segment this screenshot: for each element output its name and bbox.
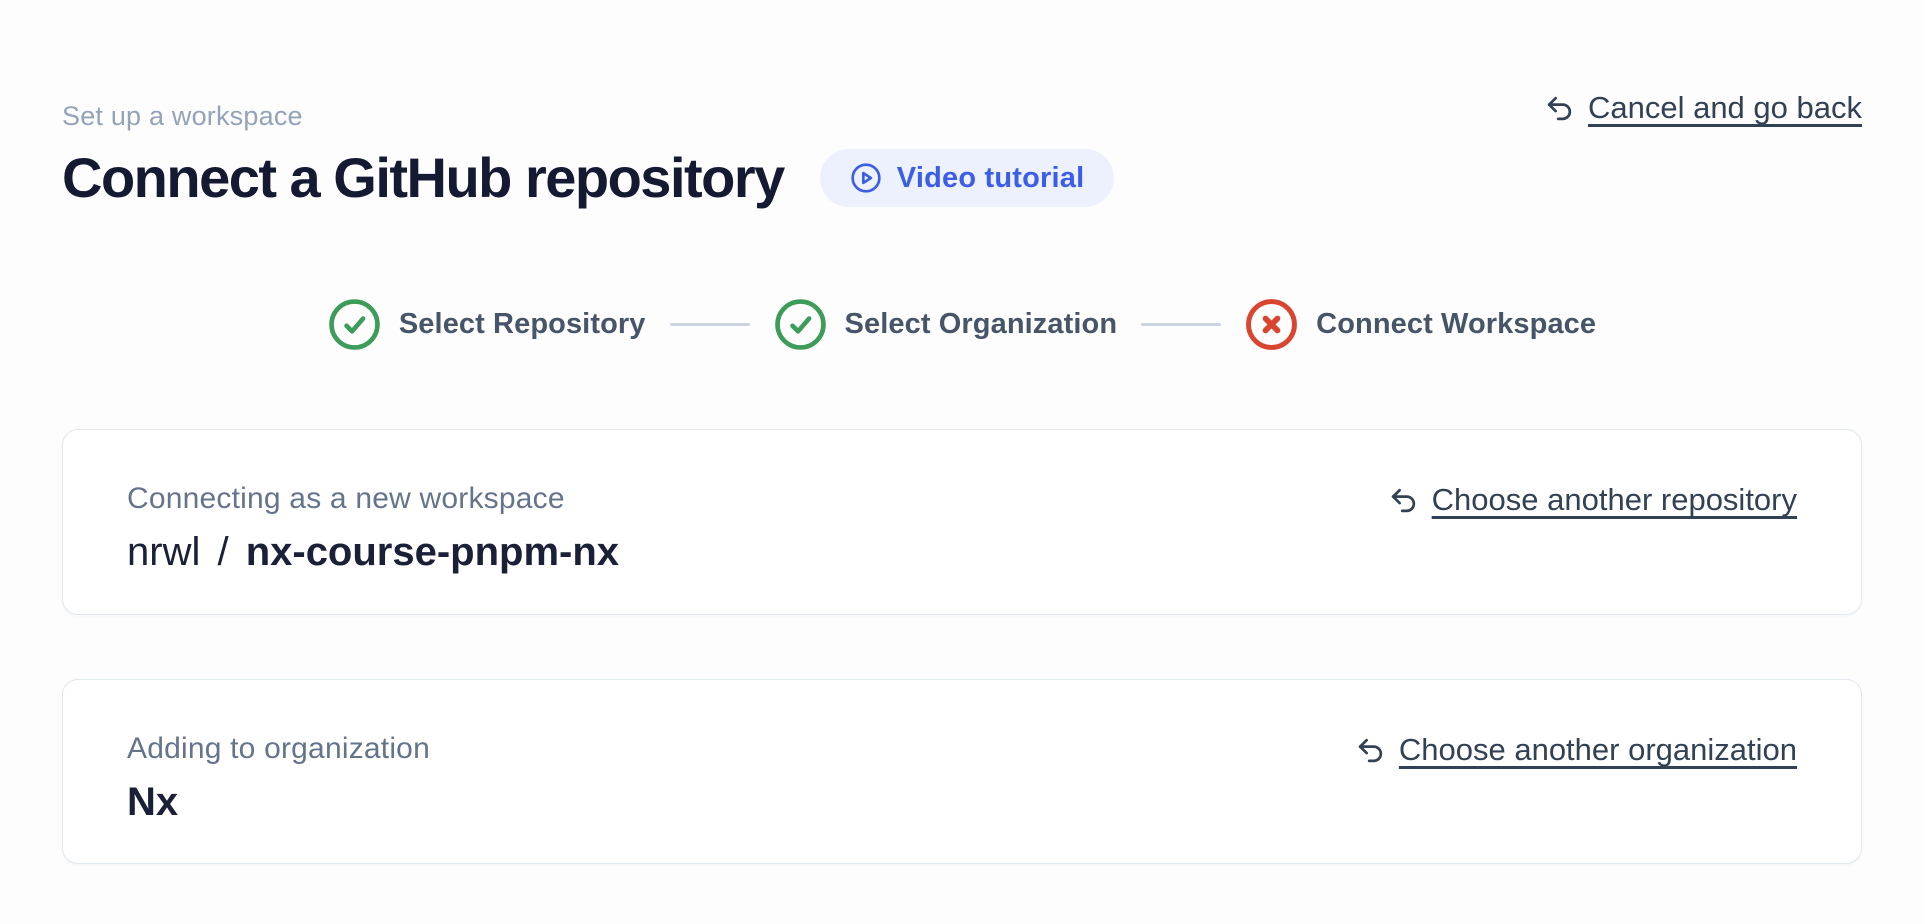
setup-page: Set up a workspace Cancel and go back Co… — [62, 0, 1862, 864]
stepper-connector — [1141, 323, 1222, 326]
header-top-row: Set up a workspace Cancel and go back — [62, 0, 1862, 132]
step-label: Select Organization — [844, 308, 1118, 340]
repository-full-name: nrwl / nx-course-pnpm-nx — [127, 529, 619, 575]
check-circle-icon — [328, 298, 381, 351]
step-select-organization: Select Organization — [774, 298, 1118, 351]
video-tutorial-label: Video tutorial — [896, 161, 1085, 194]
repository-card: Connecting as a new workspace nrwl / nx-… — [62, 429, 1862, 615]
choose-repository-label: Choose another repository — [1431, 482, 1797, 517]
eyebrow-text: Set up a workspace — [62, 101, 303, 131]
cancel-and-go-back-link[interactable]: Cancel and go back — [1544, 90, 1862, 126]
choose-organization-label: Choose another organization — [1398, 732, 1797, 767]
step-connect-workspace: Connect Workspace — [1245, 298, 1596, 351]
repository-card-info: Connecting as a new workspace nrwl / nx-… — [127, 482, 619, 575]
check-circle-icon — [774, 298, 827, 351]
step-select-repository: Select Repository — [328, 298, 646, 351]
organization-name: Nx — [127, 780, 179, 824]
undo-arrow-icon — [1544, 93, 1575, 124]
video-tutorial-button[interactable]: Video tutorial — [819, 149, 1115, 207]
repository-separator: / — [206, 530, 240, 574]
heading-row: Connect a GitHub repository Video tutori… — [62, 146, 1862, 210]
step-label: Select Repository — [398, 308, 646, 340]
organization-card: Adding to organization Nx Choose another… — [62, 679, 1862, 864]
organization-card-info: Adding to organization Nx — [127, 732, 430, 825]
choose-another-organization-link[interactable]: Choose another organization — [1355, 732, 1797, 768]
stepper-connector — [669, 323, 750, 326]
error-x-circle-icon — [1245, 298, 1298, 351]
repository-card-label: Connecting as a new workspace — [127, 482, 565, 515]
page-title: Connect a GitHub repository — [62, 146, 785, 209]
setup-stepper: Select Repository Select Organization Co… — [62, 298, 1862, 351]
play-circle-icon — [850, 162, 882, 194]
choose-another-repository-link[interactable]: Choose another repository — [1388, 482, 1797, 518]
step-label: Connect Workspace — [1316, 308, 1597, 340]
undo-arrow-icon — [1355, 735, 1386, 766]
repository-name: nx-course-pnpm-nx — [245, 530, 620, 574]
repository-owner: nrwl — [127, 530, 201, 574]
undo-arrow-icon — [1388, 485, 1419, 516]
organization-card-label: Adding to organization — [127, 732, 430, 765]
cancel-link-label: Cancel and go back — [1587, 90, 1862, 125]
